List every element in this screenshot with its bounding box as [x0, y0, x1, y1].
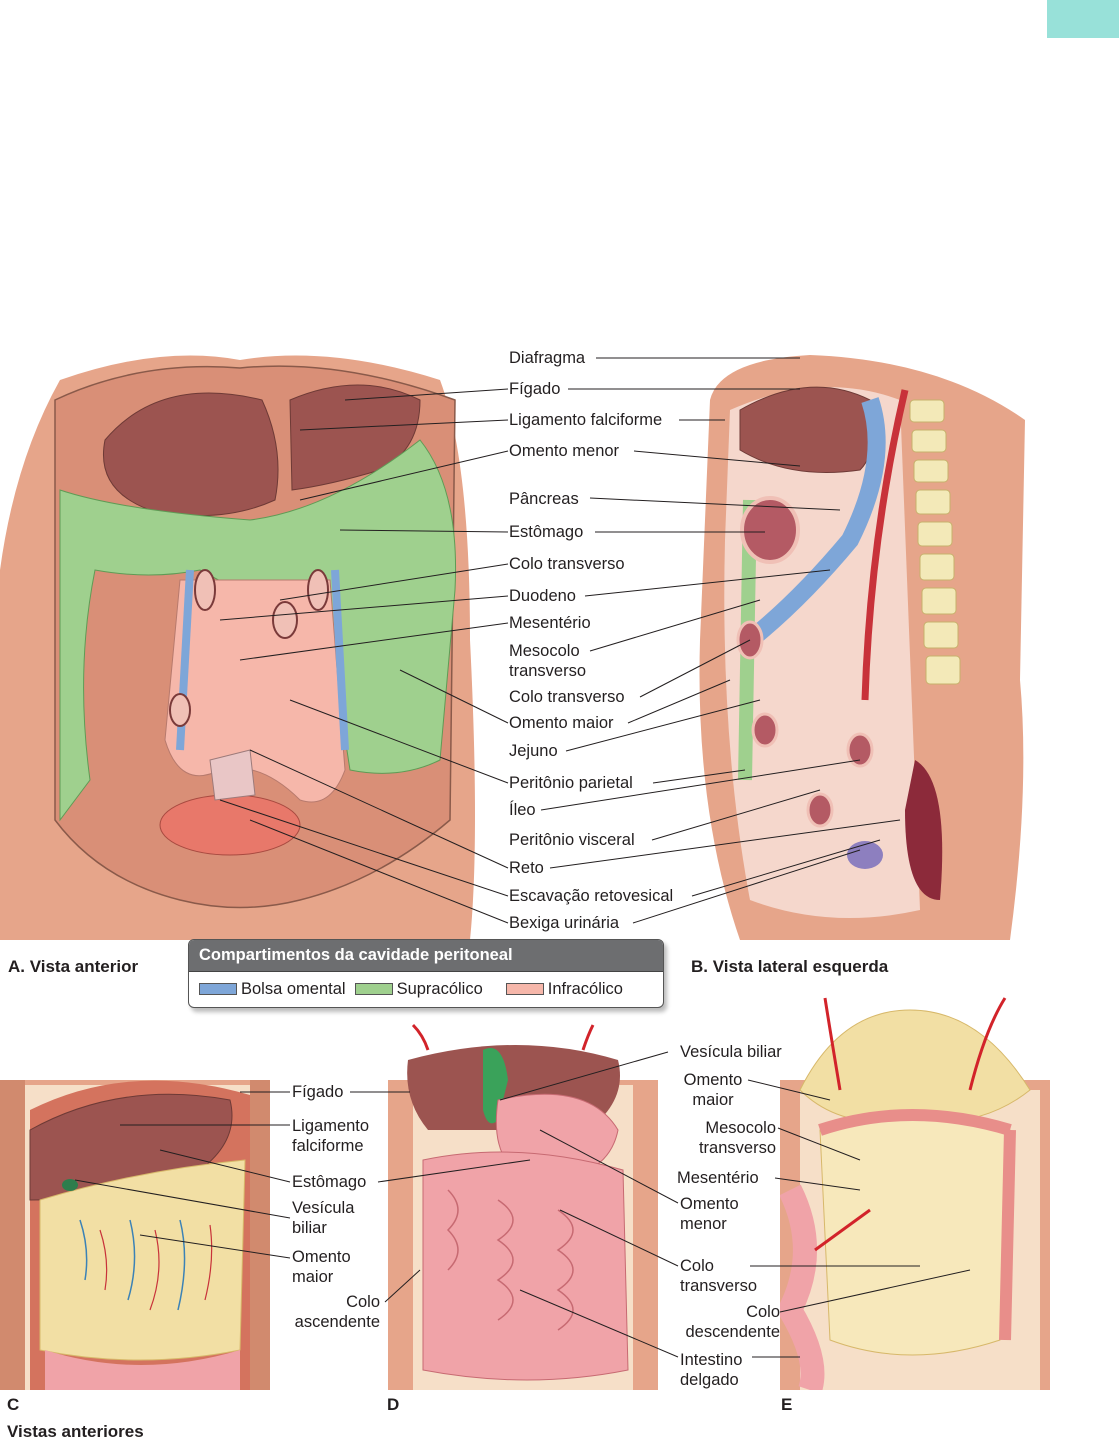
- legend-item-infracolico: Infracólico: [492, 980, 623, 999]
- legend-title: Compartimentos da cavidade peritoneal: [189, 940, 663, 972]
- label-d-intestino-delgado: Intestino delgado: [680, 1351, 743, 1389]
- label-c-figado: Fígado: [292, 1083, 344, 1101]
- page-tab-marker: [1047, 0, 1119, 38]
- legend-item-supracolico: Supracólico: [354, 980, 483, 999]
- label-d-omento-menor: Omento menor: [680, 1195, 739, 1233]
- caption-vistas-anteriores: Vistas anteriores: [7, 1422, 144, 1441]
- label-colo-transverso-2: Colo transverso: [509, 688, 625, 706]
- letter-e: E: [781, 1395, 793, 1414]
- label-diafragma: Diafragma: [509, 349, 586, 367]
- label-jejuno: Jejuno: [509, 742, 558, 760]
- legend-peritoneal-compartments: Compartimentos da cavidade peritoneal Bo…: [188, 939, 664, 1008]
- caption-b: B. Vista lateral esquerda: [691, 957, 889, 976]
- label-peritonio-visceral: Peritônio visceral: [509, 831, 635, 849]
- label-ileo: Íleo: [509, 801, 536, 819]
- label-escavacao-retovesical: Escavação retovesical: [509, 887, 674, 905]
- swatch-blue: [199, 983, 237, 995]
- label-e-mesenterio: Mesentério: [677, 1169, 759, 1187]
- label-e-mesocolo-transverso: Mesocolo transverso: [698, 1119, 776, 1157]
- figure-e-illustration: [780, 997, 1050, 1390]
- leader-lines-ab: [219, 357, 901, 924]
- label-e-omento-maior: Omento maior: [683, 1071, 743, 1109]
- figure-b-illustration: [699, 355, 1025, 940]
- label-duodeno: Duodeno: [509, 587, 576, 605]
- label-omento-maior: Omento maior: [509, 714, 614, 732]
- swatch-pink: [505, 983, 544, 995]
- label-c-ligamento-falciforme: Ligamento falciforme: [292, 1117, 370, 1155]
- label-d-colo-transverso: Colo transverso: [680, 1257, 758, 1295]
- label-bexiga-urinaria: Bexiga urinária: [509, 914, 620, 932]
- label-colo-transverso: Colo transverso: [509, 555, 625, 573]
- label-ligamento-falciforme: Ligamento falciforme: [509, 411, 663, 429]
- label-reto: Reto: [509, 859, 544, 877]
- label-estomago: Estômago: [509, 523, 584, 541]
- figure-e: [780, 990, 1050, 1390]
- label-peritonio-parietal: Peritônio parietal: [509, 774, 633, 792]
- caption-a: A. Vista anterior: [8, 957, 139, 976]
- label-e-colo-descendente: Colo descendente: [685, 1303, 781, 1341]
- legend-item-bolsa-omental: Bolsa omental: [199, 980, 346, 999]
- label-mesocolo-transverso: Mesocolo transverso: [509, 642, 587, 680]
- swatch-green: [354, 983, 393, 995]
- label-pancreas: Pâncreas: [509, 490, 579, 508]
- label-c-omento-maior: Omento maior: [292, 1248, 351, 1286]
- label-c-vesicula-biliar: Vesícula biliar: [292, 1199, 355, 1237]
- label-c-estomago: Estômago: [292, 1173, 367, 1191]
- label-c-colo-ascendente: Colo ascendente: [294, 1293, 380, 1331]
- figure-d: [388, 1020, 658, 1390]
- label-omento-menor: Omento menor: [509, 442, 620, 460]
- figure-b-lateral-view: [690, 340, 1030, 940]
- letter-c: C: [7, 1395, 20, 1414]
- letter-d: D: [387, 1395, 400, 1414]
- label-mesenterio: Mesentério: [509, 614, 591, 632]
- label-figado: Fígado: [509, 380, 561, 398]
- figure-d-illustration: [388, 1023, 658, 1390]
- label-d-vesicula-biliar: Vesícula biliar: [680, 1043, 782, 1061]
